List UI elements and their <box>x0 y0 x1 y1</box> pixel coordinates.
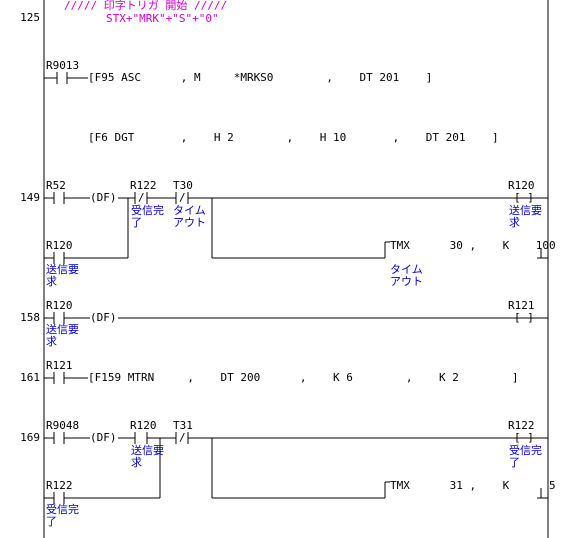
contact-r9048-address[interactable]: R9048 <box>46 419 80 432</box>
coil-r122-symbol: [ ] <box>514 431 534 444</box>
df-instruction[interactable]: (DF) <box>90 191 117 204</box>
step-number-158[interactable]: 158 <box>20 311 40 324</box>
instruction-f159-mtrn[interactable]: [F159 MTRN , DT 200 , K 6 , K 2 ] <box>88 371 519 384</box>
contact-r52-address[interactable]: R52 <box>46 179 66 192</box>
contact-r122-address[interactable]: R122 <box>130 179 157 192</box>
coil-r121-address[interactable]: R121 <box>508 299 535 312</box>
contact-t31-address[interactable]: T31 <box>173 419 193 432</box>
df-instruction[interactable]: (DF) <box>90 311 117 324</box>
df-instruction[interactable]: (DF) <box>90 431 117 444</box>
timer-tmx30-instruction[interactable]: TMX 30 , K 100 <box>390 239 556 252</box>
instruction-f6-dgt[interactable]: [F6 DGT , H 2 , H 10 , DT 201 ] <box>88 131 499 144</box>
contact-r120-comment: 送信要 求 <box>131 444 164 469</box>
step-number-149[interactable]: 149 <box>20 191 40 204</box>
contact-t30-address[interactable]: T30 <box>173 179 193 192</box>
coil-r121-symbol: [ ] <box>514 311 534 324</box>
contact-t31-nc-symbol: / <box>179 431 186 444</box>
step-number-161[interactable]: 161 <box>20 371 40 384</box>
contact-t30-comment: タイム アウト <box>173 204 206 229</box>
coil-r120-comment: 送信要 求 <box>509 204 542 229</box>
contact-r122-branch-address[interactable]: R122 <box>46 479 73 492</box>
comment-line-1: ///// 印字トリガ 開始 ///// <box>64 0 228 12</box>
coil-r120-symbol: [ ] <box>514 191 534 204</box>
contact-r120-branch-comment: 送信要 求 <box>46 263 79 288</box>
comment-line-2: STX+"MRK"+"S"+"0" <box>106 12 219 25</box>
step-number-169[interactable]: 169 <box>20 431 40 444</box>
contact-r122-branch-comment: 受信完 了 <box>46 503 79 528</box>
timer-tmx31-instruction[interactable]: TMX 31 , K 5 <box>390 479 556 492</box>
step-number-125[interactable]: 125 <box>20 11 40 24</box>
contact-r120-branch-address[interactable]: R120 <box>46 239 73 252</box>
contact-r122-nc-symbol: / <box>138 191 145 204</box>
contact-r120-address[interactable]: R120 <box>46 299 73 312</box>
contact-t30-nc-symbol: / <box>179 191 186 204</box>
contact-r121-address[interactable]: R121 <box>46 359 73 372</box>
contact-r120-address[interactable]: R120 <box>130 419 157 432</box>
contact-r9013-address[interactable]: R9013 <box>46 59 80 72</box>
coil-r122-comment: 受信完 了 <box>509 444 542 469</box>
instruction-f95-asc[interactable]: [F95 ASC , M *MRKS0 , DT 201 ] <box>88 71 433 84</box>
contact-r120-comment: 送信要 求 <box>46 323 79 348</box>
timer-tmx30-comment: タイム アウト <box>390 263 423 288</box>
contact-r122-comment: 受信完 了 <box>131 204 164 229</box>
coil-r120-address[interactable]: R120 <box>508 179 535 192</box>
coil-r122-address[interactable]: R122 <box>508 419 535 432</box>
